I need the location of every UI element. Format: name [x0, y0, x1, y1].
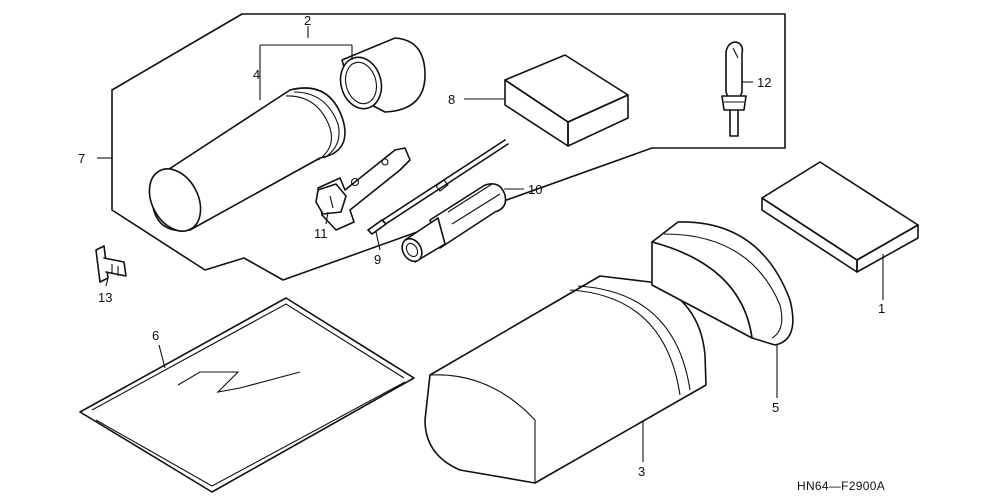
- callout-4: 4: [253, 67, 260, 82]
- callout-6: 6: [152, 328, 159, 343]
- leader-lines: [97, 26, 884, 462]
- callout-12: 12: [757, 75, 771, 90]
- screwdriver: [367, 139, 509, 235]
- screwdriver-grip: [401, 182, 507, 263]
- foam-sponge-small: [504, 54, 629, 147]
- callout-10: 10: [528, 182, 542, 197]
- callout-2: 2: [304, 13, 311, 28]
- tool-case-cap: [339, 37, 426, 113]
- tool-case: [148, 87, 346, 232]
- callout-3: 3: [638, 464, 645, 479]
- foam-pad-large: [761, 161, 919, 273]
- callout-13: 13: [98, 290, 112, 305]
- owners-manual-envelope: [79, 297, 415, 493]
- callout-8: 8: [448, 92, 455, 107]
- plug-wrench: [315, 147, 411, 231]
- callout-5: 5: [772, 400, 779, 415]
- part-13-clip: [95, 245, 127, 283]
- callout-7: 7: [78, 151, 85, 166]
- callout-1: 1: [878, 301, 885, 316]
- air-filter-element: [651, 221, 794, 346]
- callout-9: 9: [374, 252, 381, 267]
- figure-code: HN64—F2900A: [797, 479, 885, 493]
- air-filter-cover: [424, 275, 707, 484]
- callout-11: 11: [314, 226, 328, 241]
- spark-plug: [721, 41, 747, 137]
